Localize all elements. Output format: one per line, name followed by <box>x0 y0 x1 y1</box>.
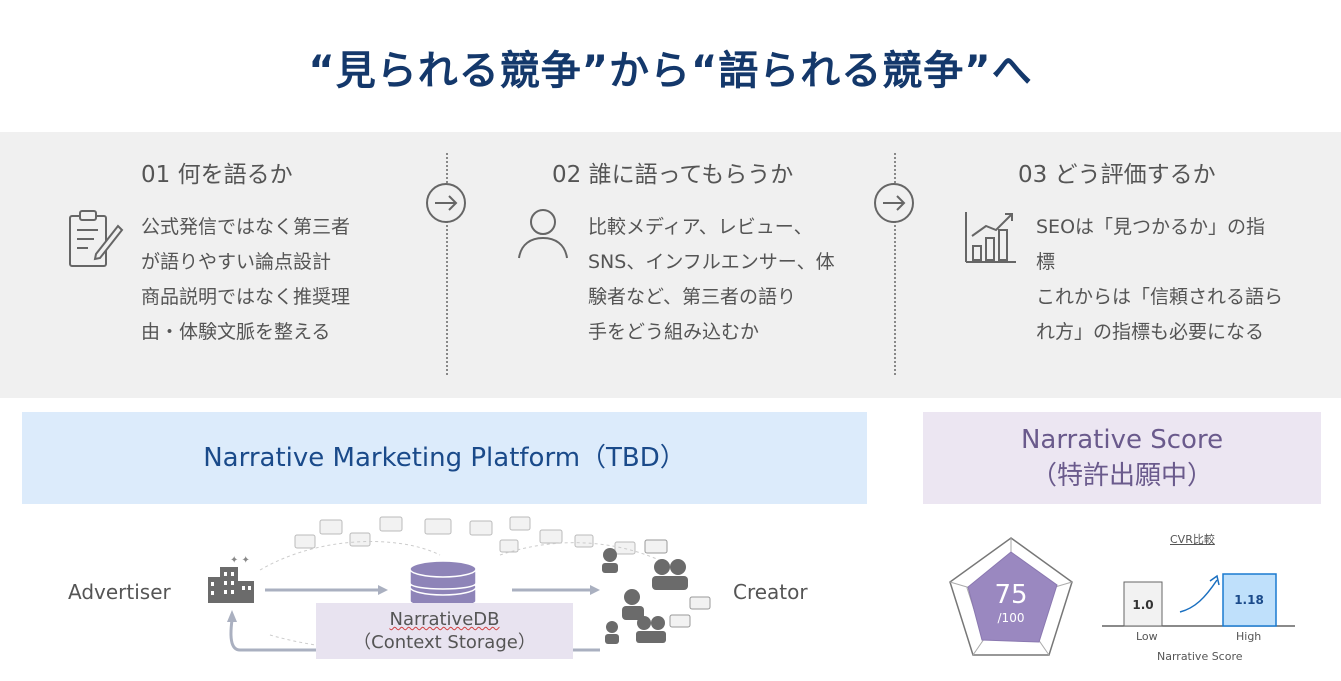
advertiser-label: Advertiser <box>68 580 171 604</box>
cvr-high-bar <box>1222 573 1277 627</box>
creator-label: Creator <box>733 580 808 604</box>
cvr-high-value: 1.18 <box>1234 593 1264 607</box>
column-divider <box>446 153 448 375</box>
column-3-heading: 03 どう評価するか <box>1018 162 1216 188</box>
speech-bubble-icons <box>294 516 636 555</box>
svg-text:✦ ✦: ✦ ✦ <box>230 555 250 566</box>
column-1-text: 公式発信ではなく第三者 が語りやすい論点設計 商品説明ではなく推奨理 由・体験文… <box>141 216 351 343</box>
arrow-right-icon <box>874 183 914 223</box>
cvr-low-label: Low <box>1136 630 1158 643</box>
bar-chart-growth-icon <box>965 212 1016 263</box>
score-value: 75 <box>994 580 1027 610</box>
person-icon <box>518 209 568 259</box>
platform-banner: Narrative Marketing Platform（TBD） <box>22 412 867 504</box>
column-2-heading: 02 誰に語ってもらうか <box>552 162 794 188</box>
arrow-right-icon <box>426 183 466 223</box>
cvr-chart: 1.0 1.18 <box>1102 573 1295 627</box>
db-subtitle: （Context Storage） <box>353 632 536 653</box>
strategy-band <box>0 132 1341 398</box>
score-banner: Narrative Score （特許出願中） <box>923 412 1321 504</box>
creators-icon <box>602 548 688 644</box>
cvr-low-value: 1.0 <box>1132 598 1153 612</box>
building-icon: ✦ ✦ <box>208 555 254 603</box>
page-title: “見られる競争”から“語られる競争”へ <box>308 48 1033 94</box>
column-2-text: 比較メディア、レビュー、 SNS、インフルエンサー、体 験者など、第三者の語り … <box>588 216 835 343</box>
cvr-low-bar <box>1123 581 1163 627</box>
column-3-text: SEOは「見つかるか」の指 標 これからは「信頼される語ら れ方」の指標も必要に… <box>1036 216 1284 343</box>
cvr-title: CVR比較 <box>1170 533 1215 546</box>
cvr-high-label: High <box>1236 630 1262 643</box>
score-polygon <box>967 551 1058 643</box>
db-name: NarrativeDB <box>389 609 500 630</box>
score-radar: 75 /100 <box>949 537 1073 656</box>
clipboard-edit-icon <box>69 210 124 267</box>
score-out-of: /100 <box>998 611 1025 625</box>
narrative-db-box: NarrativeDB （Context Storage） <box>316 603 573 659</box>
column-1-heading: 01 何を語るか <box>141 162 293 188</box>
cvr-axis-label: Narrative Score <box>1157 650 1243 663</box>
column-divider <box>894 153 896 375</box>
